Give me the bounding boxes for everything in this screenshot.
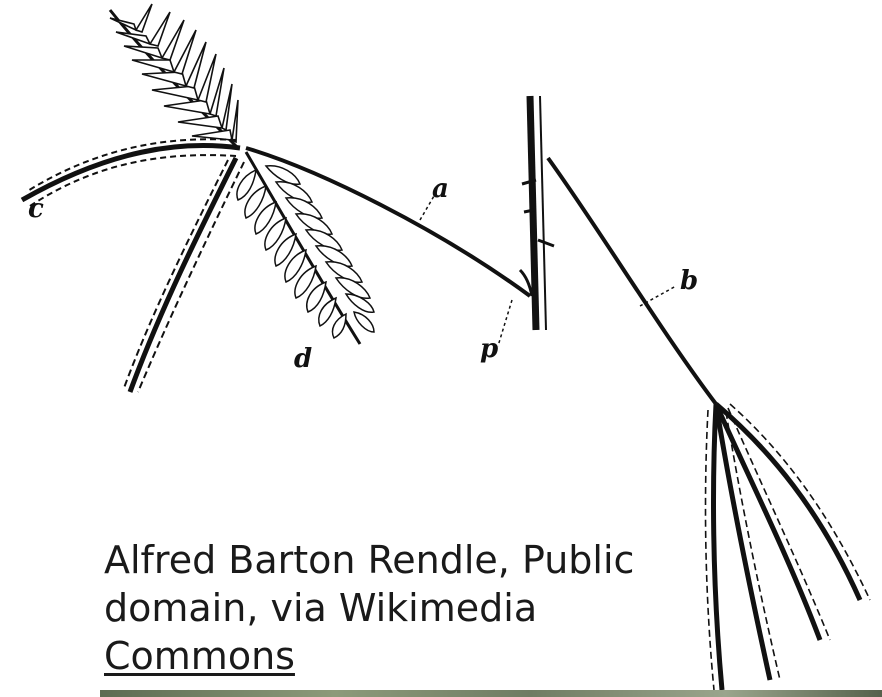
caption-line-2: domain, via Wikimedia <box>104 584 664 632</box>
pinnule-lower <box>124 158 244 392</box>
pinnules-lower-right <box>706 404 870 690</box>
caption-line-1: Alfred Barton Rendle, Public <box>104 536 664 584</box>
label-b: b <box>680 268 698 294</box>
attribution-caption: Alfred Barton Rendle, Public domain, via… <box>104 536 664 680</box>
stem <box>498 96 554 346</box>
label-a: a <box>432 176 449 202</box>
label-c: c <box>28 196 44 222</box>
pinnule-upper <box>110 4 238 148</box>
pinnule-c <box>22 139 240 206</box>
label-d: d <box>294 346 312 372</box>
pinnule-d <box>237 152 374 344</box>
label-p: p <box>480 336 498 362</box>
photo-edge-strip <box>100 690 882 697</box>
caption-line-3[interactable]: Commons <box>104 632 664 680</box>
